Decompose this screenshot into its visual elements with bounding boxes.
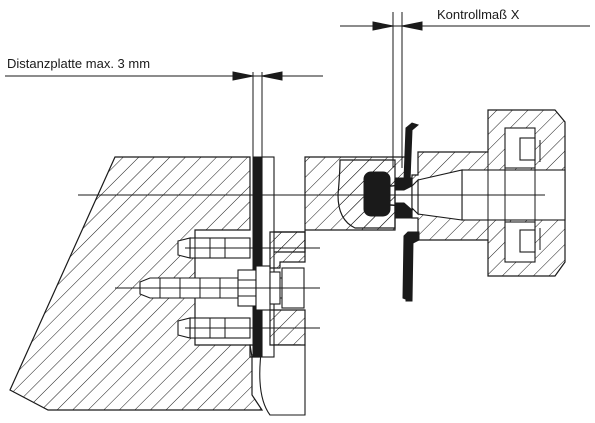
bolt-upper xyxy=(177,237,320,259)
dimension-spacer-plate xyxy=(5,71,323,157)
label-check-dimension: Kontrollmaß X xyxy=(437,7,520,22)
spacer-plate xyxy=(252,156,263,358)
stud-bolt-middle xyxy=(115,265,320,311)
pipe-fitting xyxy=(411,109,566,277)
seal-ring xyxy=(363,171,391,217)
label-spacer-plate: Distanzplatte max. 3 mm xyxy=(7,56,150,71)
sealing-disc xyxy=(389,122,420,302)
bolt-lower xyxy=(177,317,320,339)
dimension-check-x xyxy=(340,12,590,168)
